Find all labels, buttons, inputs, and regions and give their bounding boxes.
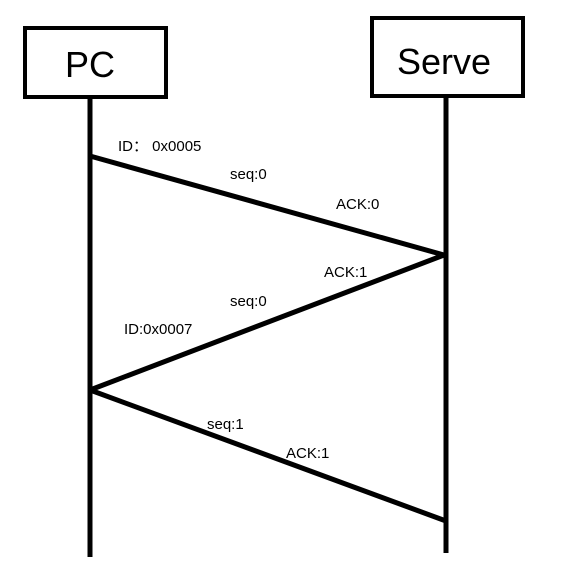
participant-pc-label: PC xyxy=(65,44,115,85)
participant-serve: Serve xyxy=(370,16,525,98)
message-2-ack-label: ACK:1 xyxy=(324,264,367,281)
message-2-line xyxy=(87,252,447,393)
participant-serve-label: Serve xyxy=(397,41,491,82)
message-1-id-label: ID： 0x0005 xyxy=(118,138,201,155)
message-2-id-label: ID:0x0007 xyxy=(124,321,192,338)
message-3-seq-label: seq:1 xyxy=(207,416,244,433)
participant-serve-box xyxy=(370,16,525,98)
participant-pc-box xyxy=(23,26,168,99)
message-1-ack-label: ACK:0 xyxy=(336,196,379,213)
message-3-line xyxy=(87,387,449,524)
message-1-line xyxy=(87,153,447,258)
message-3-ack-label: ACK:1 xyxy=(286,445,329,462)
participant-pc: PC xyxy=(23,26,168,99)
message-2-seq-label: seq:0 xyxy=(230,293,267,310)
message-1-seq-label: seq:0 xyxy=(230,166,267,183)
